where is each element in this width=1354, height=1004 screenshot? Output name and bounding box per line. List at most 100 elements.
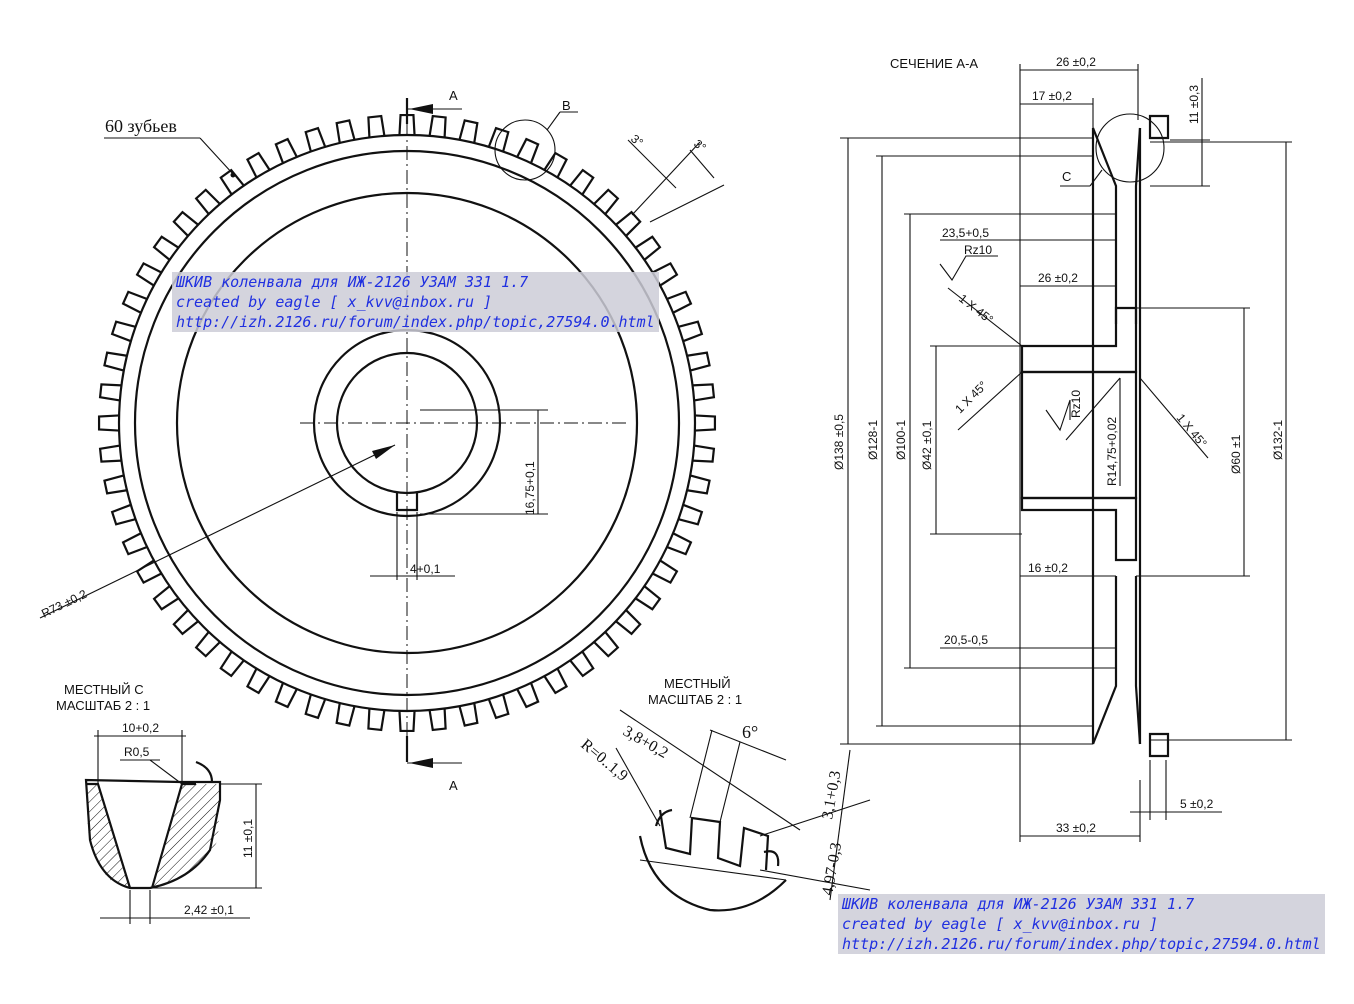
gear-tooth [219, 650, 245, 678]
detail-b-h31: 3,1+0,3 [819, 769, 844, 820]
gear-tooth [274, 682, 298, 709]
dim-5: 5 ±0,2 [1180, 797, 1214, 811]
dim-d138: Ø138 ±0,5 [832, 414, 846, 470]
dim-h11: 11 ±0,3 [1187, 85, 1201, 124]
dim-26-top: 26 ±0,2 [1056, 55, 1096, 69]
detail-b-title-2: МАСШТАБ 2 : 1 [648, 692, 742, 707]
gear-tooth [458, 119, 479, 144]
detail-c-title-1: МЕСТНЫЙ С [64, 682, 144, 697]
gear-tooth [694, 414, 717, 432]
gear-tooth [615, 609, 642, 636]
section-mark-top: A [449, 88, 458, 103]
gear-tooth [97, 414, 120, 432]
gear-tooth [110, 320, 136, 343]
gear-tooth [98, 383, 122, 402]
gear-tooth [103, 351, 128, 372]
watermark-top: ШКИВ коленвала для ИЖ-2126 УЗАМ 331 1.7 … [172, 272, 659, 332]
gear-tooth [98, 444, 122, 463]
gear-tooth [335, 702, 356, 727]
gear-tooth [103, 474, 128, 495]
gear-tooth [652, 261, 679, 287]
dim-26-mid: 26 ±0,2 [1038, 271, 1078, 285]
detail-b-h497: 4,97-0,3 [819, 841, 845, 896]
gear-tooth [172, 210, 199, 237]
watermark-top-line3: http://izh.2126.ru/forum/index.php/topic… [176, 313, 655, 331]
gear-tooth [194, 631, 221, 658]
rz10-inner: Rz10 [1069, 390, 1083, 418]
detail-c-view: МЕСТНЫЙ С МАСШТАБ 2 : 1 10+0,2 R0,5 11 ±… [56, 682, 262, 924]
gear-tooth [686, 351, 711, 372]
gear-tooth [152, 585, 180, 611]
gear-tooth [121, 532, 148, 556]
watermark-top-line2: created by eagle [ x_kvv@inbox.ru ] [176, 293, 493, 311]
gear-tooth [367, 708, 386, 732]
detail-c-h11: 11 ±0,1 [241, 819, 255, 858]
rz10-top: Rz10 [964, 243, 992, 257]
gear-tooth [543, 668, 569, 695]
dim-d60: Ø60 ±1 [1229, 434, 1243, 474]
watermark-bottom-line2: created by eagle [ x_kvv@inbox.ru ] [842, 915, 1159, 933]
detail-c-w10: 10+0,2 [122, 721, 159, 735]
gear-tooth [543, 151, 569, 178]
gear-tooth [304, 694, 327, 720]
gear-tooth [172, 609, 199, 636]
gear-tooth [678, 320, 704, 343]
watermark-bottom: ШКИВ коленвала для ИЖ-2126 УЗАМ 331 1.7 … [838, 894, 1325, 954]
gear-tooth [593, 631, 620, 658]
gear-tooth [219, 168, 245, 196]
detail-b-angle: 6° [742, 722, 758, 742]
detail-b-w38: 3,8+0,2 [620, 723, 671, 762]
gear-tooth [652, 559, 679, 585]
section-view: СЕЧЕНИЕ А-А 26 ±0,2 17 ±0,2 11 ±0,3 [832, 55, 1292, 842]
teeth-count-label: 60 зубьев [105, 116, 177, 136]
gear-tooth [666, 290, 693, 314]
detail-c-title-2: МАСШТАБ 2 : 1 [56, 698, 150, 713]
dim-d132: Ø132-1 [1271, 420, 1285, 460]
gear-tooth [245, 151, 271, 178]
chamfer-3: 1 X 45° [1174, 411, 1210, 450]
gear-tooth [121, 290, 148, 314]
watermark-bottom-line3: http://izh.2126.ru/forum/index.php/topic… [842, 935, 1321, 953]
gear-tooth [634, 235, 662, 261]
dim-d128: Ø128-1 [866, 420, 880, 460]
gear-tooth [516, 682, 540, 709]
gear-tooth [487, 694, 510, 720]
gear-tooth [110, 503, 136, 526]
detail-b-view: МЕСТНЫЙ МАСШТАБ 2 : 1 R=0..1,9 3,8+0,2 6… [577, 676, 871, 912]
dim-17: 17 ±0,2 [1032, 89, 1072, 103]
section-mark-bottom: A [449, 778, 458, 793]
gear-tooth [194, 188, 221, 215]
dim-d42: Ø42 ±0,1 [920, 420, 934, 470]
gear-tooth [678, 503, 704, 526]
gear-tooth [569, 168, 595, 196]
gear-tooth [135, 559, 162, 585]
gear-tooth [516, 137, 540, 164]
detail-b-circle [494, 119, 556, 181]
gear-tooth [458, 702, 479, 727]
tooth-angle-1: 3° [628, 132, 646, 150]
gear-tooth [593, 188, 620, 215]
gear-tooth [692, 444, 716, 463]
gear-tooth [634, 585, 662, 611]
detail-c-r05: R0,5 [124, 745, 150, 759]
gear-tooth [367, 114, 386, 138]
keyway-depth-dim: 16,75+0,1 [523, 461, 537, 515]
gear-tooth [245, 668, 271, 695]
radius-r73: R73 ±0,2 [39, 587, 89, 621]
detail-c-circle [1095, 113, 1165, 183]
tooth-angle-2: 3° [691, 137, 709, 155]
chamfer-1: 1 X 45° [956, 291, 996, 326]
gear-tooth [152, 235, 180, 261]
dim-33: 33 ±0,2 [1056, 821, 1096, 835]
gear-tooth [428, 114, 447, 138]
gear-tooth [692, 383, 716, 402]
gear-tooth [274, 137, 298, 164]
keyway-width-dim: 4+0,1 [410, 562, 441, 576]
dim-r14-75: R14,75+0,02 [1105, 417, 1119, 486]
dim-d100: Ø100-1 [894, 420, 908, 460]
chamfer-2: 1 X 45° [952, 378, 990, 416]
detail-b-title-1: МЕСТНЫЙ [664, 676, 731, 691]
dim-20-5: 20,5-0,5 [944, 633, 988, 647]
section-title: СЕЧЕНИЕ А-А [890, 56, 978, 71]
